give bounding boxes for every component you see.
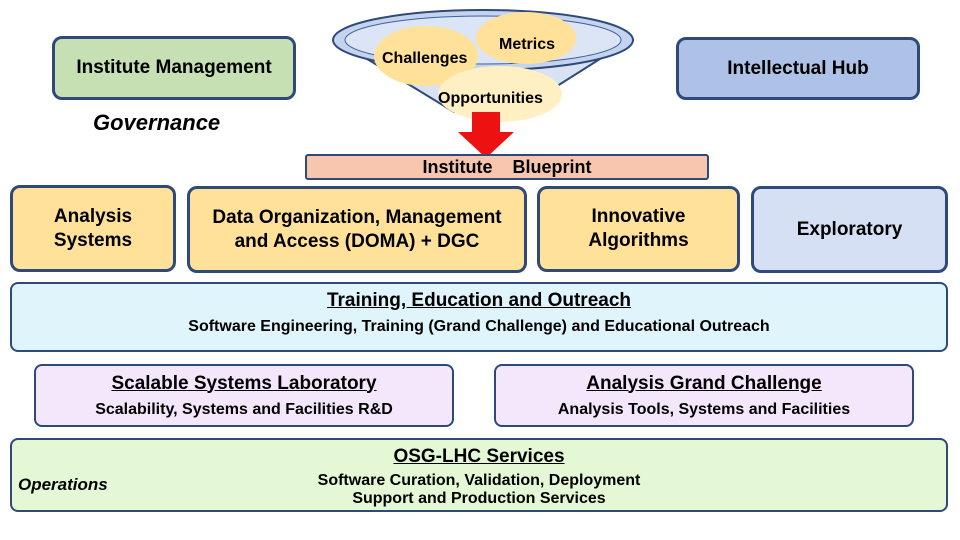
osg-box: OSG-LHC Services Software Curation, Vali… [10, 438, 948, 512]
institute-blueprint-label: Institute Blueprint [422, 156, 592, 177]
intellectual-hub-box: Intellectual Hub [676, 37, 920, 100]
doma-box: Data Organization, Management and Access… [187, 186, 527, 273]
exploratory-label: Exploratory [796, 218, 903, 240]
ssl-subtitle: Scalability, Systems and Facilities R&D [95, 400, 393, 418]
analysis-systems-box: Analysis Systems [10, 185, 176, 272]
training-subtitle: Software Engineering, Training (Grand Ch… [188, 318, 770, 335]
agc-subtitle: Analysis Tools, Systems and Facilities [557, 400, 851, 418]
metrics-label: Metrics [499, 36, 556, 53]
ssl-box: Scalable Systems Laboratory Scalability,… [34, 364, 454, 427]
ssl-title: Scalable Systems Laboratory [111, 372, 377, 394]
training-title: Training, Education and Outreach [326, 290, 632, 311]
analysis-systems-line1: Analysis [53, 205, 133, 227]
analysis-systems-line2: Systems [53, 229, 133, 251]
down-arrow-icon [458, 132, 514, 158]
training-box: Training, Education and Outreach Softwar… [10, 282, 948, 352]
challenges-label: Challenges [382, 50, 468, 67]
innovative-algorithms-line2: Algorithms [588, 230, 689, 251]
doma-line1: Data Organization, Management [212, 206, 502, 228]
metrics-bubble [476, 12, 576, 64]
challenges-bubble [374, 26, 478, 86]
osg-line1: Software Curation, Validation, Deploymen… [317, 472, 641, 489]
exploratory-box: Exploratory [751, 186, 948, 273]
osg-line2: Support and Production Services [352, 490, 606, 507]
agc-box: Analysis Grand Challenge Analysis Tools,… [494, 364, 914, 427]
innovative-algorithms-line1: Innovative [591, 206, 686, 227]
opportunities-bubble [438, 66, 562, 122]
operations-label: Operations [18, 475, 108, 494]
doma-line2: and Access (DOMA) + DGC [234, 230, 480, 252]
intellectual-hub-label: Intellectual Hub [727, 57, 869, 79]
down-arrow-shaft [472, 112, 500, 132]
governance-label: Governance [93, 110, 221, 135]
funnel-diagram [332, 9, 634, 158]
opportunities-label: Opportunities [438, 90, 543, 107]
institute-management-label: Institute Management [76, 57, 272, 78]
agc-title: Analysis Grand Challenge [586, 372, 822, 394]
osg-title: OSG-LHC Services [393, 446, 565, 467]
innovative-algorithms-box: Innovative Algorithms [537, 186, 740, 272]
institute-management-box: Institute Management [52, 36, 296, 100]
institute-blueprint-box: Institute Blueprint [305, 154, 709, 180]
